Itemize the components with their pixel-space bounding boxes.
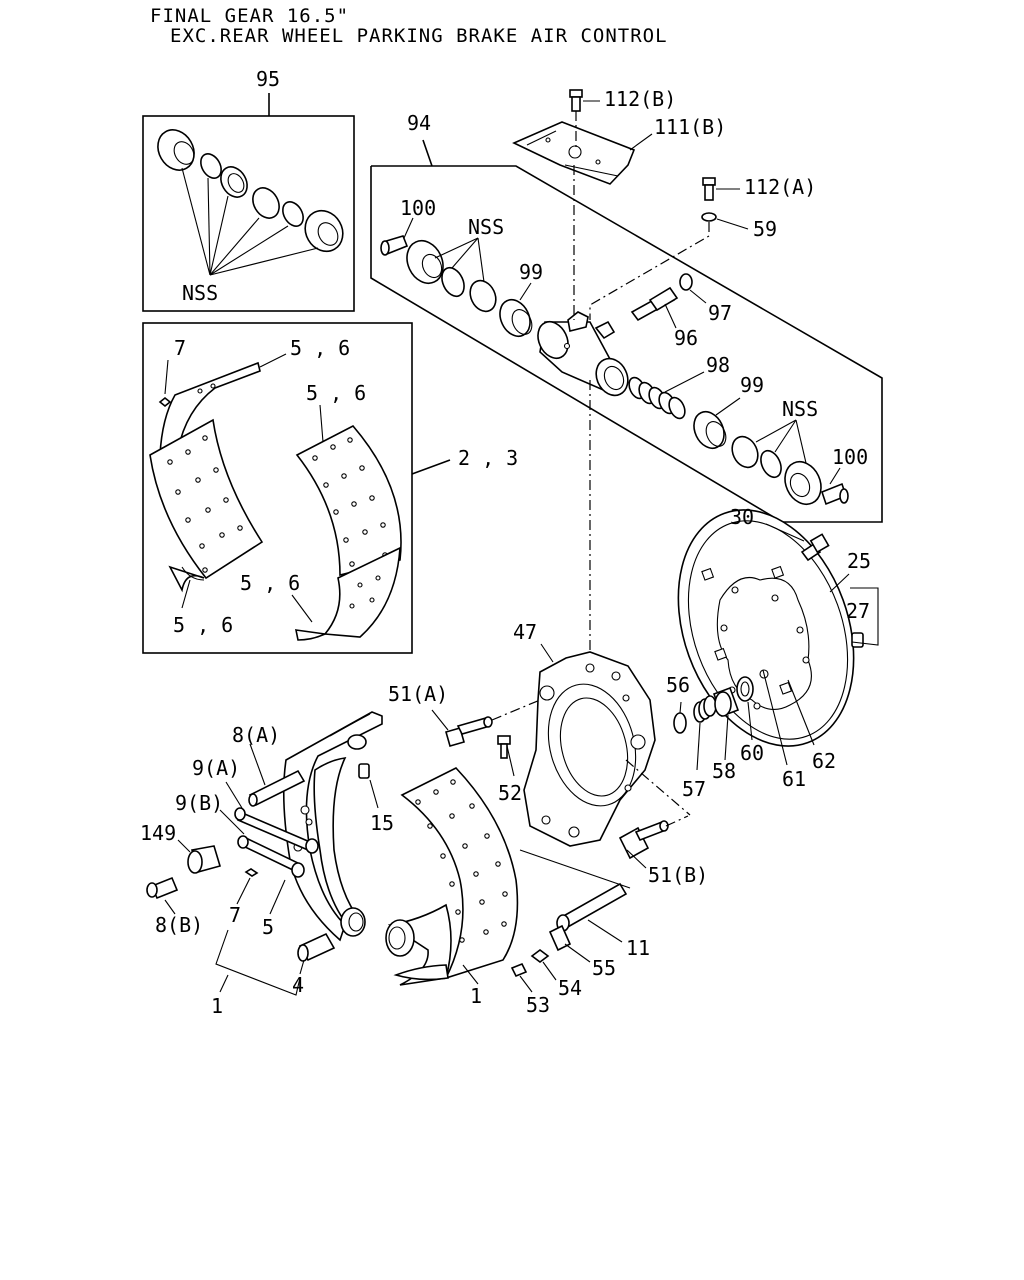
label-99-upper: 99	[519, 260, 543, 284]
label-62: 62	[812, 749, 836, 773]
label-9a: 9(A)	[192, 756, 240, 780]
label-100-top: 100	[400, 196, 436, 220]
label-61: 61	[782, 767, 806, 791]
label-111b: 111(B)	[654, 115, 726, 139]
label-99-lower: 99	[740, 373, 764, 397]
label-8b: 8(B)	[155, 913, 203, 937]
label-5-6-c: 5 , 6	[173, 613, 233, 637]
label-nss-upper: NSS	[468, 215, 504, 239]
label-7-box: 7	[174, 336, 186, 360]
label-98: 98	[706, 353, 730, 377]
brake-shoe-right: 1	[385, 767, 519, 1008]
cam-lever-51a: 51(A)	[388, 682, 541, 747]
cam-lever-51b: 51(B)	[618, 759, 708, 887]
title-line-1: FINAL GEAR 16.5"	[150, 5, 349, 27]
left-lining-rivets	[167, 435, 243, 573]
label-95: 95	[256, 67, 280, 91]
label-53: 53	[526, 993, 550, 1017]
wheel-cylinder-assembly: 94 100 NSS 99 97 96	[370, 111, 883, 523]
label-51a: 51(A)	[388, 682, 448, 706]
label-nss-lower: NSS	[782, 397, 818, 421]
shoe-lining-rivets	[415, 779, 508, 943]
spring-98	[628, 376, 686, 420]
label-9b: 9(B)	[175, 791, 223, 815]
label-5-6-d: 5 , 6	[240, 571, 300, 595]
bolt-52: 52	[497, 735, 522, 805]
label-56: 56	[666, 673, 690, 697]
label-60: 60	[740, 741, 764, 765]
label-54: 54	[558, 976, 582, 1000]
seal-kit-box: 95 NSS	[142, 67, 355, 312]
label-58: 58	[712, 759, 736, 783]
label-5: 5	[262, 915, 274, 939]
label-55: 55	[592, 956, 616, 980]
label-51b: 51(B)	[648, 863, 708, 887]
label-47: 47	[513, 620, 537, 644]
title-line-2: EXC.REAR WHEEL PARKING BRAKE AIR CONTROL	[170, 25, 668, 47]
label-2-3: 2 , 3	[458, 446, 518, 470]
brake-lining-box: 2 , 3 7 5 , 6 5	[142, 322, 518, 654]
label-112a: 112(A)	[744, 175, 816, 199]
label-30: 30	[730, 505, 754, 529]
label-96: 96	[674, 326, 698, 350]
cam-seals-group: 56 57 58 60 61 62	[666, 669, 836, 801]
label-25: 25	[847, 549, 871, 573]
label-nss-kit: NSS	[182, 281, 218, 305]
label-1-right: 1	[470, 984, 482, 1008]
anchor-plate: 47	[513, 620, 656, 847]
shoe-hardware: 8(A) 9(A) 9(B) 149 8(B) 7 5 4	[140, 723, 336, 1018]
label-11: 11	[626, 936, 650, 960]
camshaft-group: 11 55 54 53	[510, 849, 650, 1017]
label-100-bot: 100	[832, 445, 868, 469]
label-52: 52	[498, 781, 522, 805]
label-59: 59	[753, 217, 777, 241]
brake-shoe-left: 15	[282, 711, 394, 942]
backing-plate: 30 25 27	[677, 505, 879, 747]
label-7: 7	[229, 903, 241, 927]
label-94: 94	[407, 111, 431, 135]
label-5-6-a: 5 , 6	[290, 336, 350, 360]
label-57: 57	[682, 777, 706, 801]
label-5-6-b: 5 , 6	[306, 381, 366, 405]
label-8a: 8(A)	[232, 723, 280, 747]
clamp-plate-group: 111(B) 112(B) 112(A) 59	[512, 87, 816, 655]
label-1-left: 1	[211, 994, 223, 1018]
label-112b: 112(B)	[604, 87, 676, 111]
label-149: 149	[140, 821, 176, 845]
label-15: 15	[370, 811, 394, 835]
label-27: 27	[846, 599, 870, 623]
label-97: 97	[708, 301, 732, 325]
